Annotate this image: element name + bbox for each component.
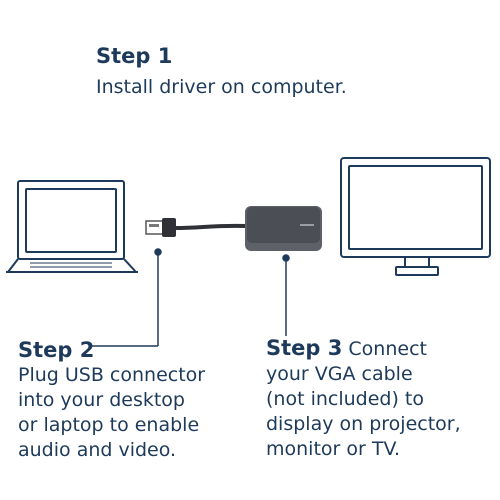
- step3-title: Step 3: [266, 336, 343, 360]
- step3-callout-line: [282, 254, 290, 336]
- usb-vga-adapter-icon: [245, 206, 322, 251]
- usb-plug-icon: [145, 218, 176, 237]
- step1-text: Install driver on computer.: [96, 76, 347, 98]
- step2-text: Plug USB connector into your desktop or …: [18, 364, 206, 461]
- step3-text: your VGA cable (not included) to display…: [266, 363, 461, 460]
- step2-title: Step 2: [18, 338, 95, 362]
- step3-block: Step 3 Connect your VGA cable (not inclu…: [266, 336, 461, 462]
- monitor-icon: [340, 157, 491, 276]
- step3-first-line-rest: Connect: [342, 338, 427, 360]
- laptop-icon: [6, 180, 138, 273]
- step2-callout-line: [90, 248, 162, 347]
- usb-cable: [174, 223, 248, 230]
- step3-first-line: Step 3 Connect: [266, 336, 461, 362]
- step1-title: Step 1: [96, 44, 173, 68]
